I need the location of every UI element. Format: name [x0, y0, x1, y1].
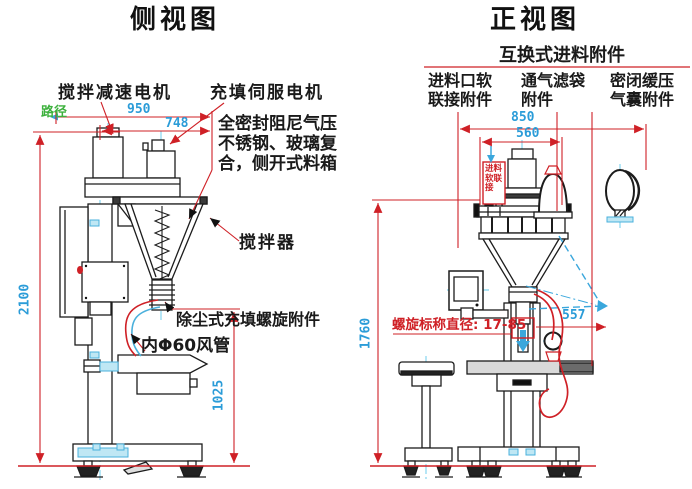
front-motor-cap: [511, 148, 534, 160]
hopper-label-line1: 全密封阻尼气压: [218, 114, 337, 134]
attachment-2-line1: 通气滤袋: [521, 71, 586, 90]
path-label: 路径: [41, 105, 68, 120]
feed-connector-line2: 软联: [485, 173, 503, 184]
feed-connector-line3: 接: [485, 183, 494, 194]
feed-connector-line1: 进料: [485, 164, 503, 174]
front-motor-body: [507, 158, 537, 189]
foot-pedal: [122, 461, 154, 475]
filling-servo-motor-label: 充填伺服电机: [210, 83, 324, 103]
attachment-3-line2: 气囊附件: [610, 89, 675, 109]
dim-850: 850: [511, 110, 535, 125]
auger-diameter-label: 螺旋标称直径: 17-85: [392, 317, 527, 333]
servo-motor-body: [146, 150, 176, 179]
air-bag-balloon: [605, 169, 641, 218]
hose-loop: [536, 289, 569, 419]
dim-1760: 1760: [358, 317, 374, 350]
front-fill-nozzle: [508, 286, 538, 303]
agitator-label: 搅拌器: [239, 233, 296, 253]
dim-1025: 1025: [211, 379, 227, 412]
swing-path: [525, 235, 608, 312]
attachment-feed-connector-label: 进料口软 联接附件: [428, 71, 514, 110]
attachment-2-line2: 附件: [521, 89, 554, 109]
feed-connector-box: [482, 161, 506, 205]
vent-filter-dome: [533, 165, 573, 219]
feed-connector-label: 进料 软联 接: [485, 164, 505, 194]
air-duct-outer: [124, 299, 159, 357]
attachment-1-line2: 联接附件: [428, 89, 493, 109]
side-fill-nozzle: [117, 354, 209, 374]
front-dimension-lines: [370, 66, 690, 467]
side-dimension-lines: [18, 101, 250, 467]
front-view-machine: [398, 148, 641, 478]
dim-560: 560: [516, 126, 540, 141]
electrical-box: [81, 261, 129, 303]
attachment-air-bag-label: 密闭缓压 气囊附件: [610, 71, 692, 110]
dim-748: 748: [165, 116, 189, 131]
interchangeable-attachments-header: 互换式进料附件: [499, 45, 625, 66]
air-pipe-label: 内Φ60风管: [141, 336, 231, 356]
side-cyan-accents: [77, 219, 129, 458]
dim-557: 557: [562, 308, 586, 323]
mixer-motor-body: [92, 136, 124, 179]
attachment-vent-filter-label: 通气滤袋 附件: [521, 71, 601, 110]
hose-short: [533, 293, 555, 341]
dim-2100: 2100: [17, 283, 33, 316]
dust-auger-label: 除尘式充填螺旋附件: [176, 310, 321, 329]
feed-arrow: [487, 155, 495, 163]
dim-950: 950: [127, 102, 151, 117]
side-view-machine: [59, 127, 209, 478]
hopper-label-line2: 不锈钢、玻璃复: [218, 134, 337, 155]
mixer-gear-motor-label: 搅拌减速电机: [58, 83, 172, 103]
servo-motor-cap: [151, 139, 165, 152]
front-hopper-cone: [481, 238, 567, 288]
hopper-label-line3: 合，侧开式料箱: [218, 154, 337, 175]
attachment-3-line1: 密闭缓压: [610, 71, 675, 90]
front-feet: [466, 460, 582, 478]
front-cyan-accents: [508, 216, 634, 456]
weighing-stool: [398, 361, 455, 478]
box-red-indicator: [77, 266, 83, 274]
front-view-title: 正视图: [489, 5, 580, 35]
attachment-1-line1: 进料口软: [428, 71, 493, 90]
flow-arrow: [520, 330, 526, 342]
side-view-title: 侧视图: [129, 5, 220, 35]
side-top-plate: [84, 177, 181, 198]
sealed-hopper-label: 全密封阻尼气压 不锈钢、玻璃复 合，侧开式料箱: [218, 114, 337, 174]
